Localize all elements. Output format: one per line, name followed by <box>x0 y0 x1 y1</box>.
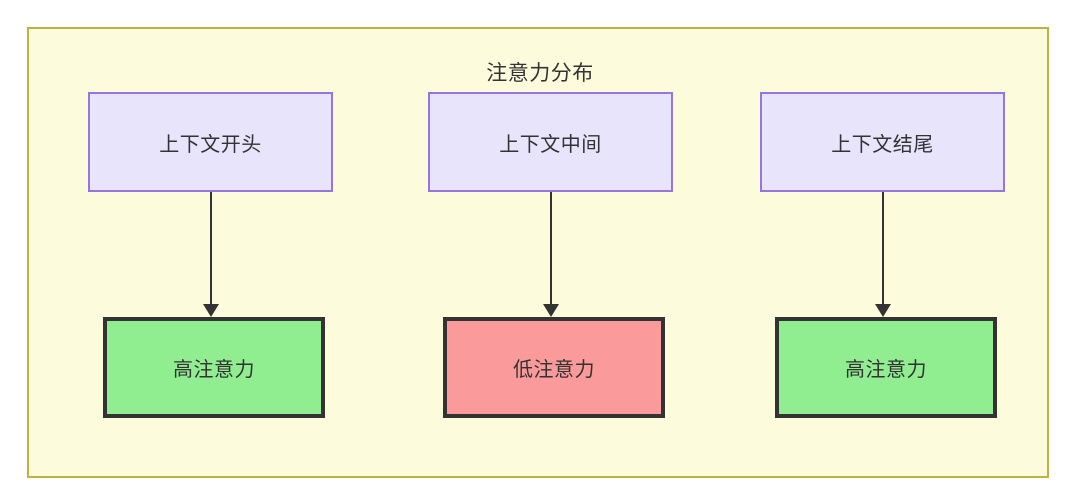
node-label: 低注意力 <box>513 359 595 381</box>
edge-context-start-to-attention <box>210 192 212 304</box>
edge-context-end-to-attention <box>882 192 884 304</box>
edge-context-middle-to-attention <box>550 192 552 304</box>
node-context-start[interactable]: 上下文开头 <box>88 92 333 192</box>
node-attention-high-start[interactable]: 高注意力 <box>103 317 325 418</box>
node-label: 上下文结尾 <box>831 133 934 156</box>
node-label: 上下文开头 <box>159 133 262 156</box>
node-attention-low-middle[interactable]: 低注意力 <box>443 317 665 418</box>
arrowhead-icon <box>203 304 219 317</box>
node-label: 上下文中间 <box>499 133 602 156</box>
node-label: 高注意力 <box>845 359 927 381</box>
arrowhead-icon <box>543 304 559 317</box>
node-context-middle[interactable]: 上下文中间 <box>428 92 673 192</box>
arrowhead-icon <box>875 304 891 317</box>
node-attention-high-end[interactable]: 高注意力 <box>775 317 997 418</box>
node-context-end[interactable]: 上下文结尾 <box>760 92 1005 192</box>
node-label: 高注意力 <box>173 359 255 381</box>
diagram-title: 注意力分布 <box>486 62 594 85</box>
